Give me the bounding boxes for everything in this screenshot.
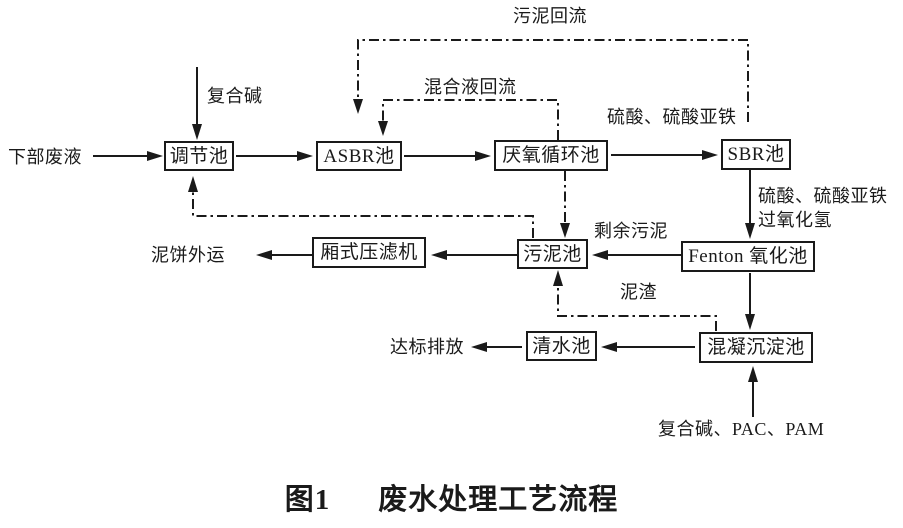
arrowhead (745, 314, 755, 330)
arrowhead (188, 176, 198, 192)
node-asbr-tank: ASBR池 (316, 141, 402, 171)
label-compound-alkali-pac-pam: 复合碱、PAC、PAM (658, 419, 825, 439)
figure-caption: 图1 废水处理工艺流程 (0, 476, 903, 518)
arrowhead (592, 250, 608, 260)
figure-caption-number: 图1 (284, 484, 331, 516)
node-chamber-filter-press: 厢式压滤机 (312, 237, 426, 268)
node-regulating-tank: 调节池 (164, 141, 234, 171)
label-sludge-reflux: 污泥回流 (513, 6, 587, 26)
label-compound-alkali: 复合碱 (207, 86, 263, 106)
node-clear-water-tank: 清水池 (526, 331, 597, 361)
arrowhead (745, 223, 755, 239)
arrowhead (553, 270, 563, 286)
edge-coagulation-sludgetank (557, 286, 717, 331)
arrowhead (192, 124, 202, 140)
arrowhead (256, 250, 272, 260)
label-sludge-residue: 泥渣 (620, 282, 657, 302)
label-sulfuric-acid-ferrous-sulfate-right: 硫酸、硫酸亚铁 (758, 186, 888, 206)
flow-lines-canvas (93, 39, 758, 417)
node-fenton-oxidation-tank: Fenton 氧化池 (681, 241, 815, 272)
arrowhead (475, 151, 491, 161)
label-mixed-liquor-reflux: 混合液回流 (424, 77, 517, 97)
node-sbr-tank: SBR池 (721, 139, 791, 170)
edge-sludgetank-regulating (192, 192, 534, 238)
arrowhead (431, 250, 447, 260)
arrowhead (378, 121, 388, 136)
label-hydrogen-peroxide: 过氧化氢 (758, 210, 832, 230)
arrowhead (560, 223, 570, 238)
label-excess-sludge: 剩余污泥 (594, 221, 668, 241)
node-sludge-tank: 污泥池 (517, 239, 588, 269)
label-standard-discharge: 达标排放 (390, 337, 464, 357)
dashdot-recycle-lines (188, 39, 749, 331)
arrowhead (601, 342, 617, 352)
arrowhead (748, 366, 758, 382)
solid-flow-arrows (93, 67, 758, 417)
node-anaerobic-circulation-tank: 厌氧循环池 (494, 140, 608, 171)
arrowhead (471, 342, 487, 352)
label-sulfuric-acid-ferrous-sulfate-top: 硫酸、硫酸亚铁 (607, 107, 737, 127)
arrowhead (297, 151, 313, 161)
edge-sludge-reflux (357, 39, 749, 122)
figure-caption-title: 废水处理工艺流程 (378, 484, 619, 516)
label-influent: 下部废液 (8, 147, 82, 167)
arrowhead (353, 99, 363, 114)
arrowhead (702, 150, 718, 160)
arrowhead (147, 151, 163, 161)
node-coagulation-sedimentation-tank: 混凝沉淀池 (699, 332, 813, 363)
label-sludge-cake-outbound: 泥饼外运 (151, 245, 225, 265)
edge-mixed-liquor-reflux (382, 99, 559, 140)
